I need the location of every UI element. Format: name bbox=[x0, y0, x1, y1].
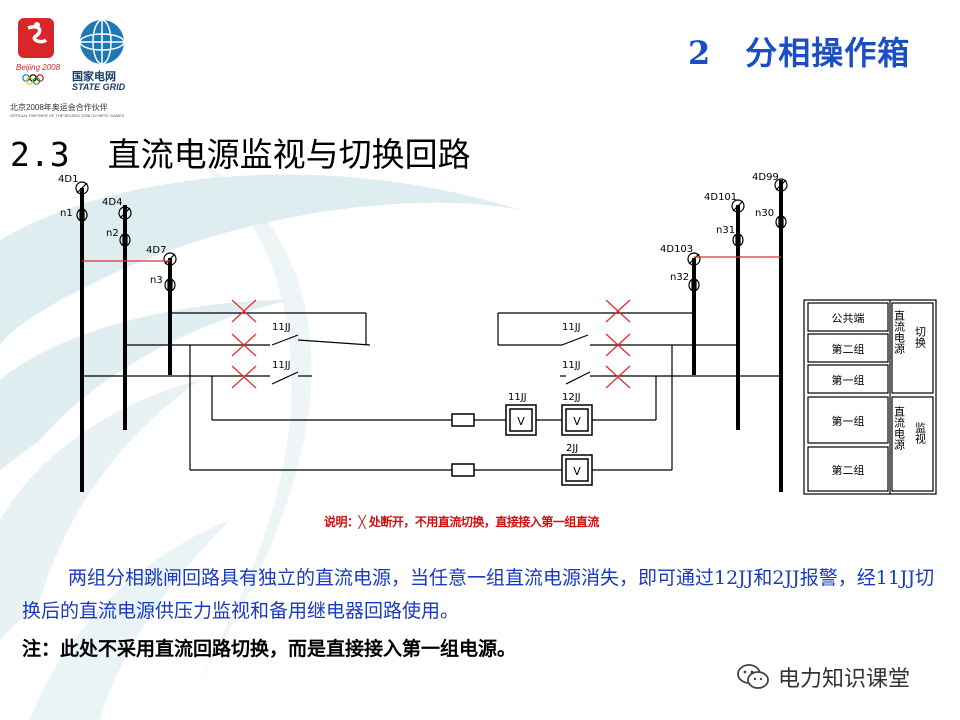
terminal-label: 4D7 bbox=[146, 245, 166, 256]
partner-caption-cn: 北京2008年奥运会合作伙伴 bbox=[10, 103, 108, 112]
legend-row: 第一组 bbox=[832, 414, 865, 428]
page-title: 2.3 直流电源监视与切换回路 bbox=[10, 128, 471, 176]
legend-row: 第二组 bbox=[832, 342, 865, 356]
node-label: n30 bbox=[755, 208, 774, 219]
section-title-text: 分相操作箱 bbox=[745, 34, 911, 72]
disconnect-x-marks bbox=[231, 299, 631, 389]
fuse-upper bbox=[451, 413, 475, 427]
diagram-caption: 说明：╳ 处断开，不用直流切换，直接接入第一组直流 bbox=[324, 515, 599, 529]
sponsor-logo-block: Beijing 2008 国家电网 STATE GRID 北京2008年奥运会合… bbox=[6, 6, 150, 122]
legend-side-label: 直流电源 bbox=[893, 405, 906, 451]
section-number: 2 bbox=[688, 34, 712, 72]
svg-text:Beijing 2008: Beijing 2008 bbox=[16, 63, 61, 72]
contact-label: 11JJ bbox=[562, 360, 581, 371]
legend-row: 公共端 bbox=[832, 312, 865, 325]
contact-label: 11JJ bbox=[272, 322, 291, 333]
legend-side-label: 直流电源 bbox=[893, 309, 906, 355]
relay-label: 2JJ bbox=[566, 443, 578, 454]
beijing-olympics-logo-icon: Beijing 2008 bbox=[16, 18, 125, 85]
legend-row: 第二组 bbox=[832, 463, 865, 477]
watermark-text: 电力知识课堂 bbox=[778, 667, 911, 692]
node-label: n32 bbox=[670, 272, 689, 283]
node-label: n2 bbox=[106, 228, 119, 239]
legend-side-tag: 监视 bbox=[914, 422, 927, 444]
relay-label: 11JJ bbox=[508, 392, 527, 403]
terminal-label: 4D4 bbox=[102, 197, 122, 208]
relay-symbol: V bbox=[573, 465, 581, 478]
subsection-title-text: 直流电源监视与切换回路 bbox=[107, 135, 471, 174]
note-text: 注：此处不采用直流回路切换，而是直接接入第一组电源。 bbox=[22, 638, 517, 660]
state-grid-name-cn: 国家电网 bbox=[72, 71, 116, 83]
contact-label: 11JJ bbox=[272, 360, 291, 371]
terminal-label: 4D1 bbox=[58, 174, 78, 185]
legend-table bbox=[803, 299, 937, 495]
relay-symbol: V bbox=[573, 415, 581, 428]
state-grid-name-en: STATE GRID bbox=[72, 82, 126, 92]
relay-label: 12JJ bbox=[562, 392, 581, 403]
wechat-watermark: 电力知识课堂 bbox=[736, 660, 910, 694]
wechat-icon bbox=[737, 664, 769, 689]
section-title: 2 分相操作箱 bbox=[688, 28, 910, 74]
partner-caption-en: OFFICIAL PARTNER OF THE BEIJING 2008 OLY… bbox=[10, 113, 125, 118]
fuse-lower bbox=[451, 463, 475, 477]
terminal-label: 4D103 bbox=[660, 244, 693, 255]
description-paragraph: 两组分相跳闸回路具有独立的直流电源，当任意一组直流电源消失，即可通过12JJ和2… bbox=[22, 562, 937, 628]
description-text: 两组分相跳闸回路具有独立的直流电源，当任意一组直流电源消失，即可通过12JJ和2… bbox=[22, 567, 935, 622]
legend-row: 第一组 bbox=[832, 373, 865, 387]
relay-symbol: V bbox=[517, 415, 525, 428]
node-label: n3 bbox=[150, 275, 163, 286]
contact-label: 11JJ bbox=[562, 322, 581, 333]
terminal-label: 4D101 bbox=[704, 192, 737, 203]
node-label: n31 bbox=[716, 225, 735, 236]
node-label: n1 bbox=[60, 208, 73, 219]
legend-side-tag: 切换 bbox=[914, 326, 927, 349]
subsection-number: 2.3 bbox=[10, 135, 70, 174]
terminal-label: 4D99 bbox=[752, 172, 779, 183]
